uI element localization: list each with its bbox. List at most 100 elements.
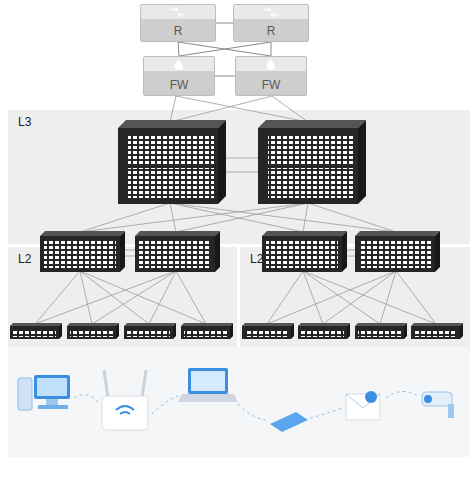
layer-label: L3 bbox=[18, 116, 31, 129]
camera-body bbox=[422, 392, 452, 406]
firewall-box: FW bbox=[235, 56, 307, 96]
link-line bbox=[178, 42, 271, 56]
switch-top bbox=[242, 323, 294, 326]
link-arc bbox=[74, 395, 98, 402]
link-line bbox=[215, 76, 235, 77]
switch-front bbox=[298, 326, 347, 339]
link-arc bbox=[152, 396, 178, 414]
wire bbox=[80, 203, 308, 232]
wire bbox=[35, 271, 176, 324]
switch-front bbox=[355, 326, 404, 339]
switch-side bbox=[173, 323, 176, 339]
wifi-router bbox=[102, 396, 148, 430]
switch-ports bbox=[44, 240, 116, 268]
switch-ports bbox=[266, 240, 338, 268]
link-arc bbox=[310, 408, 342, 418]
camera-mount bbox=[448, 404, 454, 418]
switch-ports bbox=[128, 168, 214, 198]
switch-ports bbox=[128, 134, 214, 164]
switch-top bbox=[298, 323, 350, 326]
link-arc bbox=[386, 391, 418, 398]
device-label: FW bbox=[144, 79, 214, 92]
wire bbox=[303, 203, 308, 232]
switch-front bbox=[262, 236, 342, 272]
switch-side bbox=[358, 120, 366, 204]
switch-side bbox=[215, 231, 220, 272]
link-line bbox=[216, 23, 233, 24]
switch-front bbox=[135, 236, 215, 272]
switch-ports bbox=[414, 329, 457, 337]
switch-top bbox=[10, 323, 62, 326]
pc-screen bbox=[37, 378, 67, 396]
wire bbox=[170, 96, 272, 122]
router-symbol bbox=[141, 5, 215, 19]
wire bbox=[267, 271, 396, 324]
switch-front bbox=[411, 326, 460, 339]
switch-ports bbox=[184, 329, 227, 337]
fire-symbol bbox=[175, 59, 183, 70]
switch-top bbox=[124, 323, 176, 326]
switch-front bbox=[67, 326, 116, 339]
wire bbox=[176, 96, 308, 122]
wifi-symbol bbox=[116, 406, 134, 414]
switch-top bbox=[258, 120, 366, 128]
switch-ports bbox=[70, 329, 113, 337]
link-line bbox=[271, 42, 272, 56]
wire bbox=[92, 271, 176, 324]
wire bbox=[225, 172, 258, 173]
l3-band-ground bbox=[8, 110, 470, 244]
switch-top bbox=[355, 231, 440, 236]
switch-top bbox=[181, 323, 233, 326]
switches bbox=[10, 120, 463, 339]
switch-ports bbox=[359, 240, 431, 268]
pc-tower bbox=[18, 378, 32, 410]
switch-top bbox=[411, 323, 463, 326]
switch-top bbox=[40, 231, 125, 236]
endpoint-devices bbox=[18, 368, 454, 432]
wire bbox=[176, 203, 308, 232]
wire bbox=[80, 271, 206, 324]
wiring bbox=[35, 96, 436, 324]
switch-front bbox=[258, 128, 358, 204]
switch-front bbox=[355, 236, 435, 272]
wire bbox=[176, 271, 206, 324]
wire bbox=[80, 271, 149, 324]
layer-label: L2 bbox=[18, 253, 31, 266]
link-line bbox=[178, 42, 179, 56]
wire bbox=[323, 271, 396, 324]
router-box: R bbox=[233, 4, 309, 42]
switch-side bbox=[218, 120, 226, 204]
wire bbox=[303, 271, 436, 324]
switch-front bbox=[40, 236, 120, 272]
endpoint-ground bbox=[8, 347, 470, 457]
switch-top bbox=[262, 231, 347, 236]
wire bbox=[303, 271, 323, 324]
layer-label: L2 bbox=[250, 253, 263, 266]
wire bbox=[149, 271, 176, 324]
switch-ports bbox=[301, 329, 344, 337]
laptop-screen bbox=[188, 368, 228, 394]
fire-symbol bbox=[267, 59, 275, 70]
switch-top bbox=[135, 231, 220, 236]
switch-top bbox=[67, 323, 119, 326]
switch-ports bbox=[127, 329, 170, 337]
fw-symbol bbox=[144, 57, 214, 72]
switch-ports bbox=[268, 168, 354, 198]
wire bbox=[170, 203, 396, 232]
wire bbox=[80, 203, 170, 232]
router-box: R bbox=[140, 4, 216, 42]
switch-side bbox=[59, 323, 62, 339]
fw-symbol bbox=[236, 57, 306, 72]
laptop-display bbox=[191, 371, 225, 391]
switch-front bbox=[124, 326, 173, 339]
device-label: R bbox=[234, 25, 308, 38]
wire bbox=[170, 203, 176, 232]
switch-side bbox=[230, 323, 233, 339]
tablet bbox=[270, 412, 308, 432]
wire bbox=[225, 158, 258, 159]
layer-band: L2 bbox=[8, 247, 237, 347]
switch-side bbox=[404, 323, 407, 339]
laptop-base bbox=[178, 394, 238, 402]
wire bbox=[272, 96, 308, 122]
